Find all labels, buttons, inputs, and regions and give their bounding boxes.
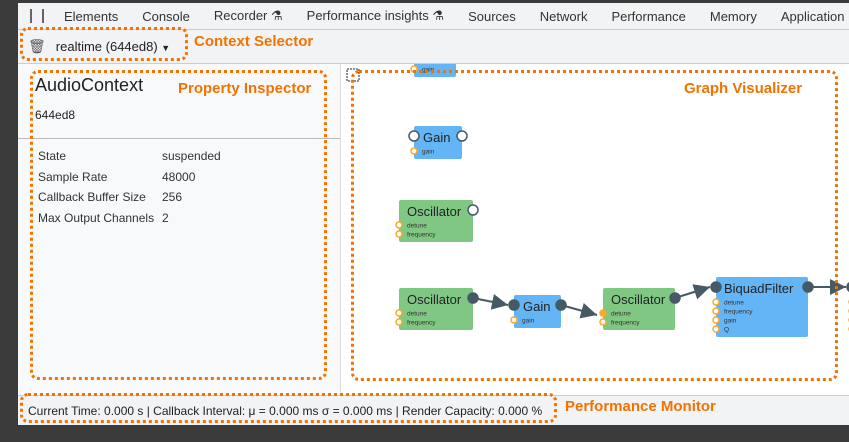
- property-row: Callback Buffer Size 256: [18, 187, 340, 208]
- inspector-title: AudioContext: [35, 75, 144, 95]
- inspect-element-icon[interactable]: [30, 9, 32, 23]
- annotation-property-inspector: Property Inspector: [178, 80, 312, 97]
- devtools-window: Elements Console Recorder ⚗ Performance …: [18, 3, 849, 425]
- input-port-icon[interactable]: [408, 130, 420, 142]
- tab-memory[interactable]: Memory: [709, 8, 757, 24]
- property-label: Max Output Channels: [38, 210, 155, 225]
- graph-visualizer-highlight: [351, 70, 838, 381]
- graph-visualizer[interactable]: GaingainGaingainOscillatordetunefrequenc…: [341, 64, 849, 395]
- param-label: detune: [724, 300, 744, 307]
- devtools-tab-bar: Elements Console Recorder ⚗ Performance …: [18, 3, 849, 30]
- param-label: frequency: [407, 320, 436, 327]
- param-label: frequency: [611, 320, 640, 327]
- param-port-icon[interactable]: [599, 318, 607, 326]
- graph-node[interactable]: Oscillator detune frequency: [395, 200, 479, 242]
- param-port-icon[interactable]: [712, 307, 720, 315]
- annotation-context-selector: Context Selector: [194, 33, 314, 50]
- output-port-icon[interactable]: [467, 204, 479, 216]
- param-label: gain: [724, 318, 737, 325]
- node-title: Oscillator: [611, 292, 666, 307]
- param-port-icon[interactable]: [712, 325, 720, 333]
- device-toolbar-icon[interactable]: [42, 9, 44, 23]
- param-label: frequency: [407, 232, 436, 239]
- context-id: 644ed8: [18, 96, 340, 139]
- property-value: 2: [162, 210, 169, 225]
- output-port-icon[interactable]: [669, 292, 681, 304]
- param-label: detune: [611, 311, 631, 318]
- param-label: detune: [407, 311, 427, 318]
- param-port-icon[interactable]: [395, 318, 403, 326]
- param-port-icon[interactable]: [395, 221, 403, 229]
- param-label: gain: [422, 149, 435, 156]
- node-title: BiquadFilter: [724, 281, 794, 296]
- annotation-performance-monitor: Performance Monitor: [565, 398, 716, 415]
- audio-graph[interactable]: GaingainGaingainOscillatordetunefrequenc…: [341, 64, 849, 395]
- param-port-icon[interactable]: [599, 309, 607, 317]
- property-row: Max Output Channels 2: [18, 208, 340, 229]
- annotation-graph-visualizer: Graph Visualizer: [684, 80, 803, 97]
- tab-console[interactable]: Console: [142, 8, 190, 24]
- tab-performance[interactable]: Performance: [611, 8, 686, 24]
- graph-node[interactable]: Oscillator detune frequency: [599, 288, 681, 330]
- property-value: 256: [162, 190, 183, 205]
- tab-sources[interactable]: Sources: [468, 8, 516, 24]
- input-port-icon[interactable]: [508, 299, 520, 311]
- property-inspector-highlight: [30, 70, 327, 380]
- flask-icon: ⚗: [432, 8, 445, 23]
- param-port-icon[interactable]: [395, 230, 403, 238]
- tab-network[interactable]: Network: [539, 8, 588, 24]
- param-port-icon[interactable]: [395, 309, 403, 317]
- node-title: Oscillator: [407, 292, 462, 307]
- property-value: suspended: [162, 149, 221, 164]
- tab-recorder[interactable]: Recorder ⚗: [213, 8, 283, 23]
- output-port-icon[interactable]: [467, 292, 479, 304]
- output-port-icon[interactable]: [802, 281, 814, 293]
- property-value: 48000: [162, 169, 196, 184]
- context-selector[interactable]: realtime (644ed8) ▼: [55, 39, 171, 54]
- node-title: Oscillator: [407, 204, 462, 219]
- flask-icon: ⚗: [271, 8, 283, 23]
- graph-edge: [472, 294, 509, 310]
- param-label: detune: [407, 223, 427, 230]
- dropdown-arrow-icon: ▼: [161, 43, 171, 53]
- performance-monitor-highlight: [20, 393, 557, 423]
- param-port-icon[interactable]: [712, 316, 720, 324]
- property-label: Sample Rate: [38, 169, 108, 184]
- property-label: Callback Buffer Size: [38, 190, 146, 205]
- property-row: Sample Rate 48000: [18, 167, 340, 188]
- output-port-icon[interactable]: [555, 299, 567, 311]
- property-label: State: [38, 149, 67, 164]
- param-port-icon[interactable]: [410, 147, 418, 155]
- context-selector-highlight: [20, 27, 188, 61]
- graph-node[interactable]: Gain gain: [408, 126, 468, 159]
- tab-performance-insights[interactable]: Performance insights ⚗: [306, 8, 445, 23]
- trash-icon[interactable]: 🗑: [28, 38, 46, 54]
- graph-edge: [560, 303, 598, 319]
- graph-edge: [674, 284, 711, 300]
- graph-node[interactable]: Oscillator detune frequency: [395, 288, 479, 330]
- param-label: Q: [724, 327, 729, 334]
- node-title: Gain: [523, 299, 550, 314]
- tab-elements[interactable]: Elements: [64, 8, 119, 24]
- param-port-icon[interactable]: [510, 316, 518, 324]
- output-port-icon[interactable]: [456, 130, 468, 142]
- param-port-icon[interactable]: [712, 298, 720, 306]
- graph-node[interactable]: Gain gain: [508, 295, 567, 328]
- param-label: frequency: [724, 309, 753, 316]
- property-row: State suspended: [18, 146, 340, 167]
- node-title: Gain: [423, 130, 450, 145]
- input-port-icon[interactable]: [710, 281, 722, 293]
- param-label: gain: [522, 318, 535, 325]
- tab-application[interactable]: Application: [780, 8, 845, 24]
